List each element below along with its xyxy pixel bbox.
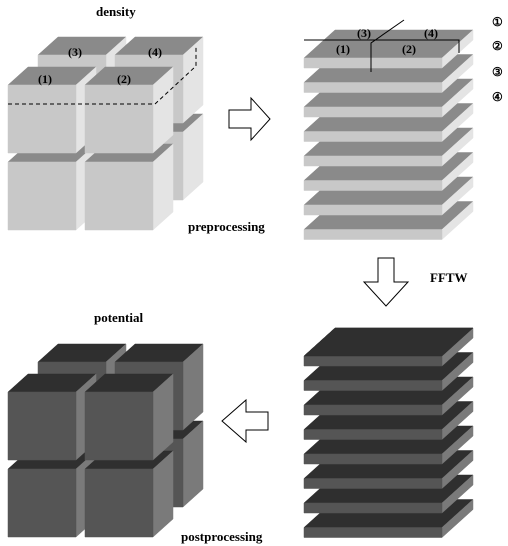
density-block-label-1: (1) — [38, 72, 52, 86]
slab-block-label-4: (4) — [424, 26, 438, 40]
density-block-label-2: (2) — [117, 72, 131, 86]
density-block-grid — [7, 36, 204, 231]
density-slab-5-front — [303, 180, 443, 191]
potential-slab-6-front — [303, 502, 443, 514]
density-cube-front-0-1 — [84, 66, 174, 154]
potential-slab-4-front — [303, 453, 443, 465]
legend: ① ② ③ ④ — [492, 15, 503, 104]
potential-label: potential — [94, 310, 144, 325]
density-block-label-4: (4) — [148, 45, 162, 59]
left-arrow — [221, 398, 269, 444]
potential-cube-front-0-0-front — [7, 391, 77, 461]
slab-block-label-3: (3) — [357, 26, 371, 40]
density-cube-front-1-1 — [84, 143, 174, 231]
preprocessing-label: preprocessing — [188, 219, 265, 234]
density-label: density — [96, 4, 136, 19]
postprocessing-label: postprocessing — [181, 529, 263, 544]
density-cube-front-0-1-front — [84, 84, 154, 154]
legend-marker-1: ① — [492, 15, 503, 29]
potential-cube-front-1-0 — [7, 450, 97, 538]
legend-marker-2: ② — [492, 39, 503, 53]
slab-block-label-1: (1) — [336, 42, 350, 56]
slab-block-label-2: (2) — [402, 42, 416, 56]
density-cube-front-0-0 — [7, 66, 97, 154]
potential-slab-stack — [303, 327, 474, 539]
density-cut-line — [8, 46, 197, 105]
slab-partition-line-horizontal — [304, 39, 460, 53]
density-slab-3-front — [303, 131, 443, 142]
legend-marker-4: ④ — [492, 90, 503, 104]
density-slab-stack — [303, 29, 474, 241]
potential-cube-front-1-0-front — [7, 468, 77, 538]
legend-marker-3: ③ — [492, 65, 503, 79]
potential-slab-top-cap — [303, 327, 474, 357]
density-cube-front-1-0 — [7, 143, 97, 231]
density-slab-2-front — [303, 106, 443, 118]
potential-cube-front-0-0 — [7, 373, 97, 461]
density-block-label-3: (3) — [68, 45, 82, 59]
right-arrow — [228, 96, 271, 142]
potential-cube-front-1-1 — [84, 450, 174, 538]
density-slab-0 — [303, 29, 474, 69]
density-cube-front-1-0-front — [7, 161, 77, 231]
potential-cube-front-0-1-front — [84, 391, 154, 461]
potential-block-grid — [7, 343, 204, 538]
density-slab-0-front — [303, 57, 443, 69]
potential-slab-0-front — [303, 355, 443, 367]
density-slab-1-front — [303, 82, 443, 93]
potential-slab-3-front — [303, 429, 443, 440]
potential-slab-1-front — [303, 380, 443, 391]
density-slab-7-front — [303, 229, 443, 240]
potential-slab-5-front — [303, 478, 443, 489]
down-arrow — [362, 257, 410, 307]
density-cube-front-0-0-front — [7, 84, 77, 154]
slab-partition-line-vertical — [370, 19, 405, 72]
potential-slab-2-front — [303, 404, 443, 416]
density-slab-6-front — [303, 204, 443, 216]
potential-cube-front-1-1-front — [84, 468, 154, 538]
density-cube-front-1-1-front — [84, 161, 154, 231]
density-slab-4-front — [303, 155, 443, 167]
potential-slab-7-front — [303, 527, 443, 538]
potential-cube-front-0-1 — [84, 373, 174, 461]
fftw-label: FFTW — [430, 270, 468, 285]
